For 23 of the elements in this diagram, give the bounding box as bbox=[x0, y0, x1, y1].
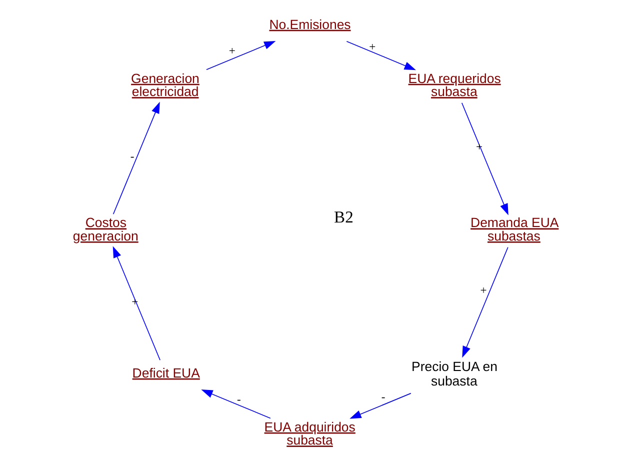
arrow bbox=[350, 392, 412, 419]
edge-label: + bbox=[228, 44, 236, 58]
node-text: Deficit EUA bbox=[132, 365, 200, 380]
edge-label: - bbox=[236, 392, 241, 406]
node-text: EUA adquiridos subasta bbox=[264, 419, 356, 448]
edge-label: + bbox=[369, 40, 376, 54]
arrow bbox=[112, 246, 160, 361]
arrow bbox=[206, 40, 276, 70]
arrow bbox=[201, 390, 271, 419]
node-text: Demanda EUA subastas bbox=[470, 215, 559, 244]
node-text: Generacion electricidad bbox=[131, 70, 200, 100]
node-text: No.Emisiones bbox=[269, 16, 351, 32]
label: B2 bbox=[334, 207, 354, 226]
edge-label: - bbox=[130, 150, 134, 163]
arrow bbox=[346, 41, 416, 70]
node-text: EUA requeridos subasta bbox=[408, 70, 501, 100]
arrow bbox=[461, 102, 508, 216]
edge-label: - bbox=[381, 390, 386, 404]
node-text: Costos generacion bbox=[72, 215, 138, 244]
node-text: Precio EUA en subasta bbox=[412, 358, 498, 389]
arrow bbox=[462, 246, 508, 358]
edge-label: + bbox=[480, 284, 487, 298]
arrow bbox=[112, 102, 160, 215]
